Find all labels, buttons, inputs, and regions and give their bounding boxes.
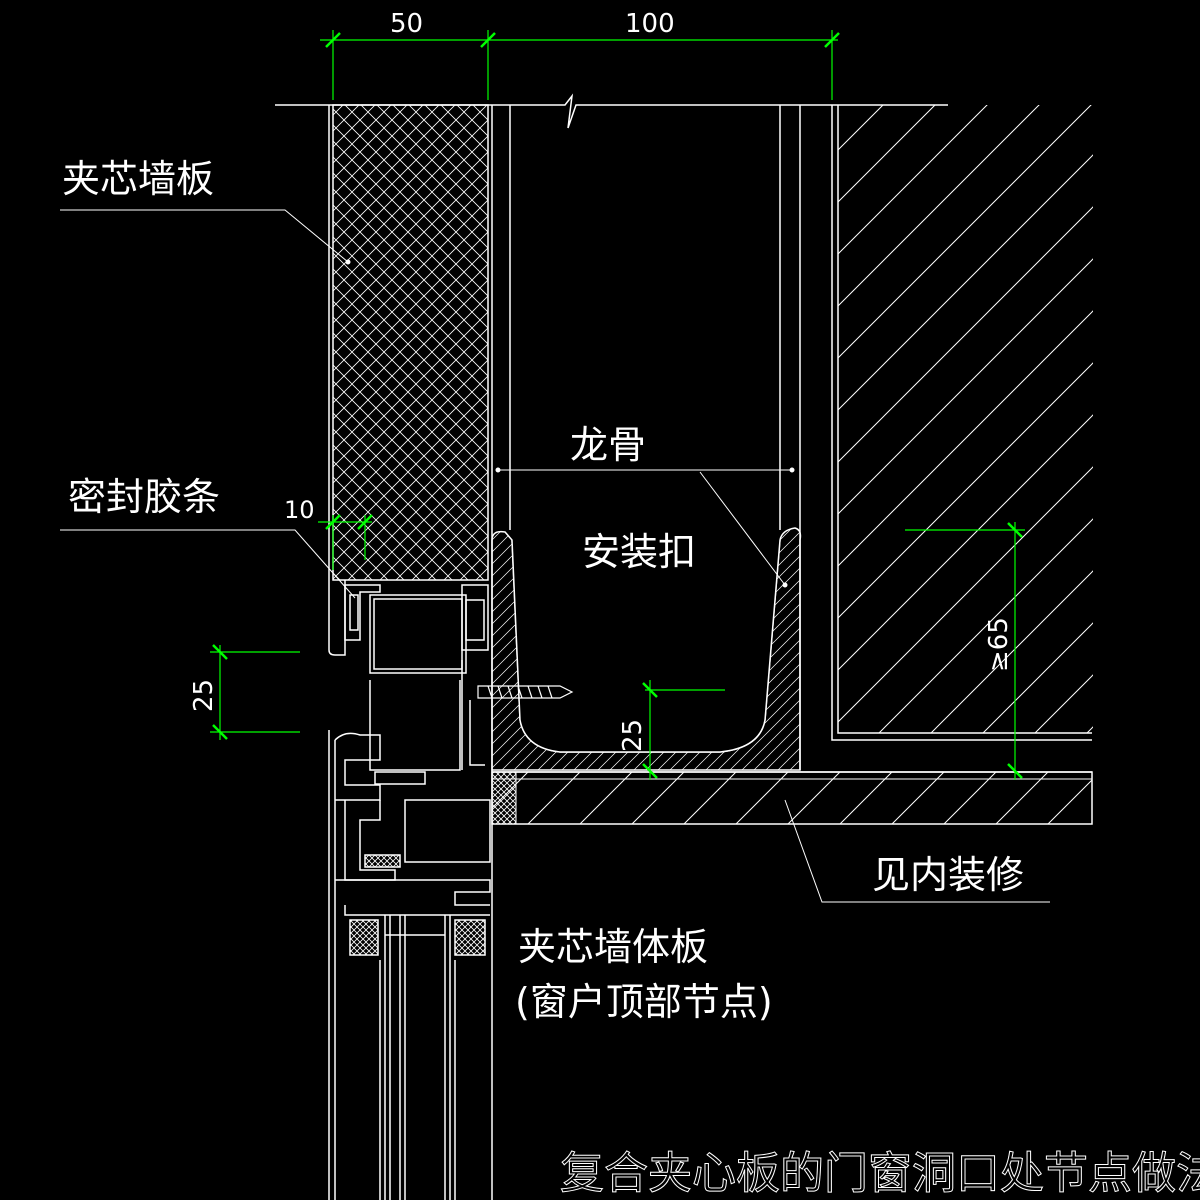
mounting-clip (491, 527, 802, 771)
top-break-line (275, 93, 948, 129)
leader-lines (60, 209, 1050, 903)
dimension-lines (210, 30, 1025, 780)
label-sandwich-wall-panel: 夹芯墙板 (62, 157, 214, 201)
label-keel: 龙骨 (570, 423, 646, 467)
drawing-title: 复合夹心板的门窗洞口处节点做法 (560, 1148, 1200, 1199)
ceiling-layer (491, 771, 1093, 825)
label-mounting-clip: 安装扣 (582, 530, 696, 574)
window-frame (328, 580, 493, 1200)
dim-min-embed: ≥65 (984, 617, 1014, 672)
dim-panel-thickness: 50 (390, 9, 423, 39)
screw (477, 685, 574, 699)
dim-frame-overlap: 25 (189, 679, 219, 712)
label-see-interior: 见内装修 (872, 853, 1024, 897)
structural-wall (831, 105, 1093, 741)
label-sealing-strip: 密封胶条 (68, 475, 220, 519)
label-node-title-1: 夹芯墙体板 (518, 925, 708, 969)
sandwich-panel (328, 104, 493, 656)
dim-clip-bottom: 25 (618, 719, 648, 752)
dim-keel-width: 100 (625, 9, 675, 39)
dim-seal-offset: 10 (284, 496, 315, 524)
label-node-title-2: (窗户顶部节点) (515, 980, 773, 1024)
